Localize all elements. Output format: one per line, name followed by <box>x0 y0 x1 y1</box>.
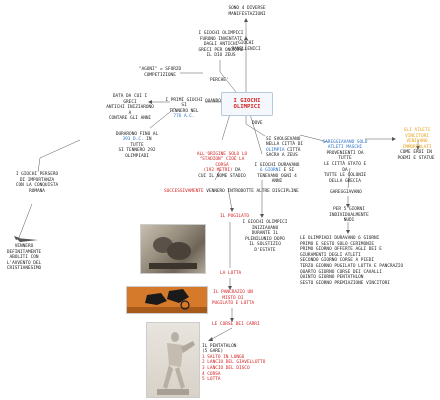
node-data: DATA DA CUI I GRECI ANTICHI INIZIARONO A… <box>106 94 154 122</box>
node-pentathlon-list: 1 SALTO IN LUNGO 2 LANCIO DEL GIAVELLOTT… <box>202 354 266 383</box>
node-gareggiavano-maschi: GAREGGIAVANO SOLO ATLETI MASCHI <box>322 139 368 151</box>
central-topic-label: I GIOCHI OLIMPICI <box>233 97 261 110</box>
node-svolgevano-rest: CITTÀ SACRA A ZEUS <box>266 147 301 159</box>
node-origine-corsa: CORSA (192 METRI) <box>203 162 233 174</box>
node-primi: I PRIMI GIOCHI SI TENNERO NEL 776 A.C. <box>163 92 205 120</box>
link-successivamente-pugilato <box>227 187 233 211</box>
node-perche: PERCHE' <box>210 78 229 83</box>
chariot-race-image <box>126 286 208 314</box>
node-durarono: DURARONO FINO AL 393 D.C. IN TUTTE SI TE… <box>115 126 159 160</box>
node-lotta: LA LOTTA <box>220 271 242 276</box>
node-pentathlon: IL PENTATHLON (5 GARE) 1 SALTO IN LUNGO … <box>202 338 280 383</box>
node-vennero: VENNERO DEFINITAMENTE ABOLITI CON L'AVVE… <box>6 244 42 272</box>
node-svolgevano-city: OLIMPIA <box>266 147 285 153</box>
node-eroi: COME EROI IN POEMI E STATUE <box>397 150 435 161</box>
discobolus-icon <box>157 332 195 395</box>
discobolus-statue-image <box>146 322 200 398</box>
node-primi-date: 776 A.C. <box>173 114 195 120</box>
node-carri: LE CORSE DEI CARRI <box>212 322 260 327</box>
node-pancrazio: IL PANCRAZIO UN MISTO DI PUGILATO E LOTT… <box>211 290 255 307</box>
link-durarono-persero <box>39 139 81 159</box>
node-pentathlon-title: IL PENTATHLON (5 GARE) <box>202 343 237 355</box>
wrestlers-icon <box>149 237 197 269</box>
node-gareggiavano-rest: PROVENIENTI DA TUTTE LE CITTÀ STATO E DA… <box>323 150 367 184</box>
node-giugno: I GIOCHI DURAVANO 6 GIORNI E SI TENEVANO… <box>254 157 300 185</box>
node-dove: DOVE <box>252 121 263 126</box>
node-origine-text: ALL'ORIGINE SOLO LO "STADION" CIOÈ LA <box>196 151 248 163</box>
node-quando: QUANDO <box>205 99 221 104</box>
node-sono4: SONO 4 DIVERSE MANIFESTAZIONI <box>228 6 266 17</box>
node-gareggiavano: GAREGGIAVANO SOLO ATLETI MASCHI PROVENIE… <box>322 134 368 184</box>
node-successivamente-rest: VENNERO INTRODOTTE ALTRE DISCIPLINE <box>203 188 299 194</box>
link-persero-vennero <box>17 203 33 241</box>
node-origine-rest: DA CUI IL NOME STADIO <box>198 168 246 179</box>
node-svolgevano-text: SI SVOLGEVANO NELLA CITTÀ DI <box>266 136 304 148</box>
node-durarono-rest: IN TUTTE SI TENNERO 292 OLIMPIADI <box>118 137 156 159</box>
node-pugilato: IL PUGILATO <box>220 214 250 219</box>
central-topic: I GIOCHI OLIMPICI <box>221 92 273 116</box>
chariot-icon <box>127 289 207 313</box>
node-plenilunio: I GIOCHI OLIMPICI INIZIAVANO DURANTE IL … <box>242 220 288 253</box>
node-schedule: LE OLIMPIADI DURAVANO 6 GIORNI PRIMO E S… <box>300 236 404 286</box>
node-persero: I GIOCHI PERSERO DI IMPORTANZA CON LA CO… <box>15 172 59 194</box>
link-carri-pentathlon <box>209 327 233 341</box>
link-dove-gareggiavano <box>299 134 329 143</box>
node-giugno-days: 6 GIORNI <box>259 168 281 174</box>
node-successivamente-label: SUCCESSIVAMENTE <box>164 188 204 194</box>
node-giugno-text: I GIOCHI DURAVANO <box>254 162 300 168</box>
link-center-origine <box>221 113 231 141</box>
node-origine: ALL'ORIGINE SOLO LO "STADION" CIOÈ LA CO… <box>196 146 248 180</box>
wrestlers-statue-image <box>140 224 206 274</box>
node-durarono-date: 393 D.C. <box>122 137 144 143</box>
node-panellenici: GIOCHI PANELLENICI <box>231 41 261 52</box>
node-giugno-rest: E SI TENEVANO OGNI 4 ANNI <box>257 168 297 185</box>
link-primi-durarono <box>149 107 176 129</box>
node-vincitori: GLI ATLETI VINCITORI VENIVANO IMMORTALAT… <box>402 128 432 150</box>
link-center-grecia <box>219 71 237 93</box>
node-durarono-text: DURARONO FINO AL <box>115 131 159 137</box>
node-primi-text: I PRIMI GIOCHI SI TENNERO NEL <box>165 97 203 114</box>
node-agoni: "AGONI" = SFORZO COMPETIZIONE <box>138 67 182 78</box>
node-per5: PER 5 GIORNI INDIVIDUALMENTE NUDI <box>329 207 369 224</box>
link-gareggiavano-gareggiavano2 <box>347 167 351 189</box>
link-center-giugno <box>249 113 263 155</box>
node-grecia: I GIOCHI OLIMPICI FURONO INVENTATI DAGLI… <box>198 31 244 59</box>
node-svolgevano: SI SVOLGEVANO NELLA CITTÀ DI OLIMPIA CIT… <box>266 131 304 159</box>
link-origine-successivamente <box>214 169 221 181</box>
node-successivamente: SUCCESSIVAMENTE VENNERO INTRODOTTE ALTRE… <box>164 183 314 194</box>
node-gareggiavano2: GAREGGIAVANO <box>330 190 362 195</box>
